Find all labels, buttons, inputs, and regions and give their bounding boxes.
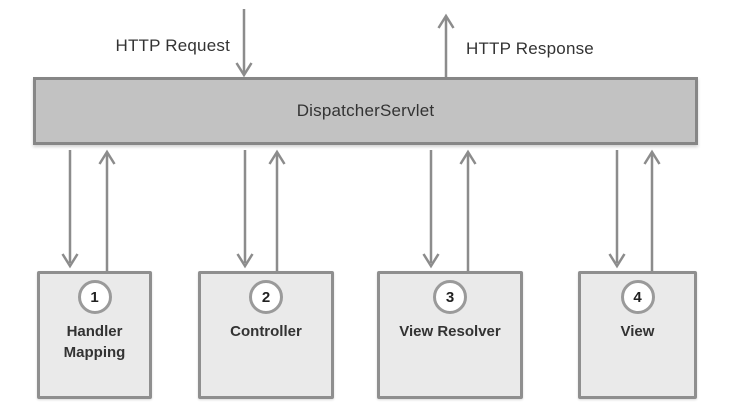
step-number-4: 4 [633, 288, 642, 306]
view-up-arrow [643, 149, 661, 271]
step-number-1: 1 [90, 288, 99, 306]
http-response-arrow [437, 13, 455, 77]
controller-down-arrow [236, 150, 254, 269]
box-controller: 2 Controller [198, 271, 334, 399]
step-circle-2: 2 [249, 280, 283, 314]
step-number-2: 2 [261, 288, 271, 306]
step-circle-1: 1 [77, 280, 112, 314]
step-number-3: 3 [445, 288, 455, 306]
box-view-resolver: 3 View Resolver [377, 271, 523, 399]
dispatcher-servlet-label: DispatcherServlet [296, 101, 435, 120]
dispatcher-servlet-bar: DispatcherServlet [33, 77, 698, 145]
controller-up-arrow [268, 149, 286, 271]
handler-mapping-up-arrow [98, 149, 116, 271]
http-request-label: HTTP Request [115, 36, 230, 55]
handler-mapping-down-arrow [61, 150, 79, 269]
box-handler-mapping: 1 Handler Mapping [37, 271, 152, 399]
view-resolver-down-arrow [422, 150, 440, 269]
box-label-handler-mapping: Handler Mapping [63, 323, 126, 361]
view-down-arrow [608, 150, 626, 269]
http-response-label: HTTP Response [466, 39, 594, 58]
box-label-view: View [620, 323, 655, 340]
view-resolver-up-arrow [459, 149, 477, 271]
step-circle-4: 4 [620, 280, 655, 314]
http-request-arrow [235, 9, 253, 78]
box-label-view-resolver: View Resolver [399, 323, 501, 340]
step-circle-3: 3 [433, 280, 467, 314]
box-label-controller: Controller [230, 323, 302, 340]
box-view: 4 View [578, 271, 697, 399]
